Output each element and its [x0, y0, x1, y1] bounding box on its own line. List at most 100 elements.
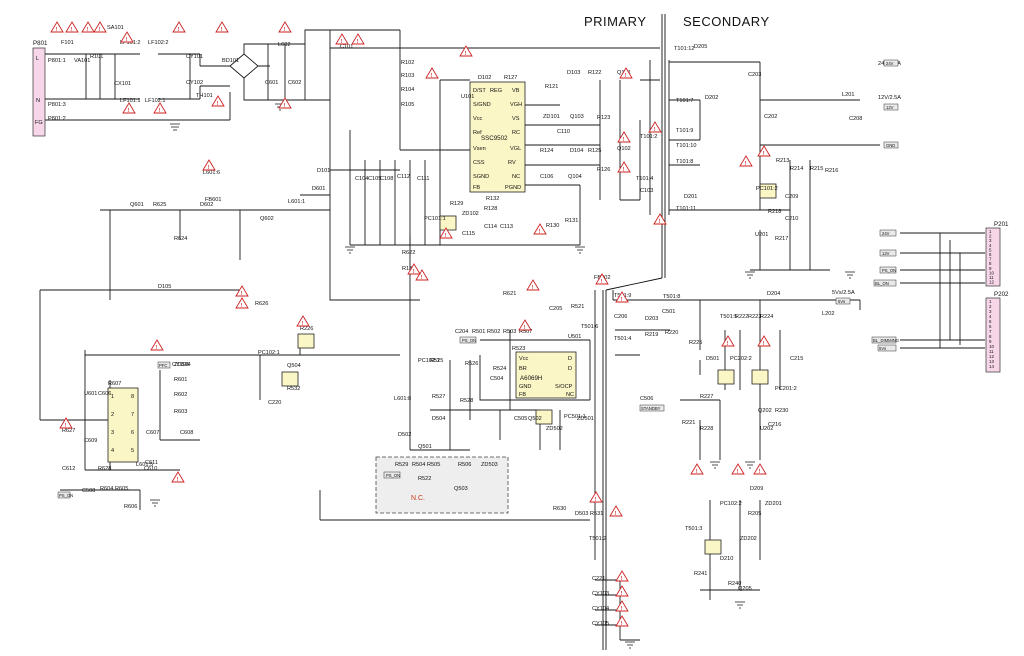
component-label: PC101:2 [756, 186, 778, 192]
warning-triangle [278, 97, 292, 109]
component-label: D103 [567, 70, 580, 76]
svg-text:3: 3 [111, 430, 114, 436]
warning-triangle [615, 585, 629, 597]
warning-triangle [615, 600, 629, 612]
warning-glyph: ! [241, 291, 243, 297]
primary-header: PRIMARY [584, 14, 647, 29]
warning-glyph: ! [621, 591, 623, 597]
component-label: C221 [592, 576, 605, 582]
warning-triangle [351, 33, 365, 45]
component-label: CY101 [186, 54, 203, 60]
p801-pin-l: L [36, 56, 39, 62]
connector-pin: 2 [989, 304, 992, 309]
svg-text:CSS: CSS [473, 160, 485, 166]
component-label: C215 [790, 356, 803, 362]
warning-glyph: ! [696, 469, 698, 475]
warning-glyph: ! [659, 219, 661, 225]
component-label: R502 [487, 329, 500, 335]
component-label: C204 [455, 329, 468, 335]
component-label: R102 [401, 60, 414, 66]
component-label: R220 [665, 330, 678, 336]
warning-glyph: ! [763, 341, 765, 347]
component-label: CX101 [114, 81, 131, 87]
component-label: C501 [662, 309, 675, 315]
p801-pin-n: N [36, 98, 40, 104]
u101-part: SSC9502 [481, 135, 508, 142]
component-label: Q602 [260, 216, 274, 222]
component-label: C508 [82, 488, 95, 494]
component-label: T101:11 [676, 206, 696, 212]
component-label: R228 [700, 426, 713, 432]
component-label: R127 [504, 75, 517, 81]
component-label: C607 [146, 430, 159, 436]
warning-glyph: ! [128, 108, 130, 114]
warning-glyph: ! [539, 229, 541, 235]
warning-triangle [150, 339, 164, 351]
connector-pin: 6 [989, 252, 992, 257]
component-label: C108 [380, 176, 393, 182]
component-label: C115 [462, 231, 475, 237]
ac-node-1: P801:1 [48, 58, 66, 64]
svg-text:12V: 12V [886, 105, 894, 110]
component-label: C504 [490, 376, 503, 382]
component-label: R214 [790, 166, 803, 172]
component-label: L202 [822, 311, 834, 317]
component-label: R225 [689, 340, 702, 346]
component-label: R523 [512, 346, 525, 352]
component-label: PC102:1 [258, 350, 280, 356]
component-label: Q504 [287, 363, 301, 369]
component-label: Q503 [454, 486, 468, 492]
component-label: CY106 [172, 362, 189, 368]
warning-triangle [690, 463, 704, 475]
component-label: D502 [398, 432, 411, 438]
warning-glyph: ! [601, 279, 603, 285]
warning-glyph: ! [87, 27, 89, 33]
warning-triangle [757, 145, 771, 157]
component-label: D101 [317, 168, 330, 174]
connector-pin: 1 [989, 299, 992, 304]
component-label: LF101:1 [120, 98, 141, 104]
warning-glyph: ! [221, 27, 223, 33]
component-label: C610 [144, 466, 157, 472]
optocouplers [281, 183, 777, 555]
warning-triangle [589, 491, 603, 503]
component-label: R240 [728, 581, 741, 587]
component-label: R219 [645, 332, 658, 338]
component-label: R529 [395, 462, 408, 468]
component-label: T101:8 [676, 159, 693, 165]
component-label: C606 [98, 391, 111, 397]
component-label: R606 [124, 504, 137, 510]
connector-pin: 4 [989, 314, 992, 319]
component-label: T501:2 [589, 536, 606, 542]
warning-triangle [65, 21, 79, 33]
connector-pin: 10 [989, 344, 994, 349]
warning-glyph: ! [532, 285, 534, 291]
component-label: D209 [750, 486, 763, 492]
svg-text:PS_ON: PS_ON [882, 268, 896, 273]
svg-text:NC: NC [566, 392, 574, 398]
svg-text:Ref: Ref [473, 130, 482, 136]
component-label: R524 [493, 366, 506, 372]
warning-triangle [615, 570, 629, 582]
component-label: D601 [312, 186, 325, 192]
warning-triangle [518, 319, 532, 331]
svg-text:BL_DIMMING: BL_DIMMING [873, 338, 899, 343]
svg-text:VS: VS [512, 116, 520, 122]
component-label: C202 [764, 114, 777, 120]
component-label: T101:9 [676, 128, 693, 134]
svg-text:8: 8 [131, 394, 134, 400]
warning-glyph: ! [56, 27, 58, 33]
component-label: T101:10 [676, 143, 697, 149]
component-label: D105 [158, 284, 171, 290]
ic-u501: A6069H Vcc D BR D GND S/OCP FB NC [515, 351, 577, 399]
warning-triangle [757, 335, 771, 347]
component-label: R503 [503, 329, 516, 335]
component-label: C608 [180, 430, 193, 436]
svg-text:S/OCP: S/OCP [555, 384, 573, 390]
warning-triangle [211, 95, 225, 107]
component-label: Q205 [738, 586, 752, 592]
component-label: R625 [153, 202, 166, 208]
connector-pin: 4 [989, 243, 992, 248]
warning-triangle [171, 471, 185, 483]
